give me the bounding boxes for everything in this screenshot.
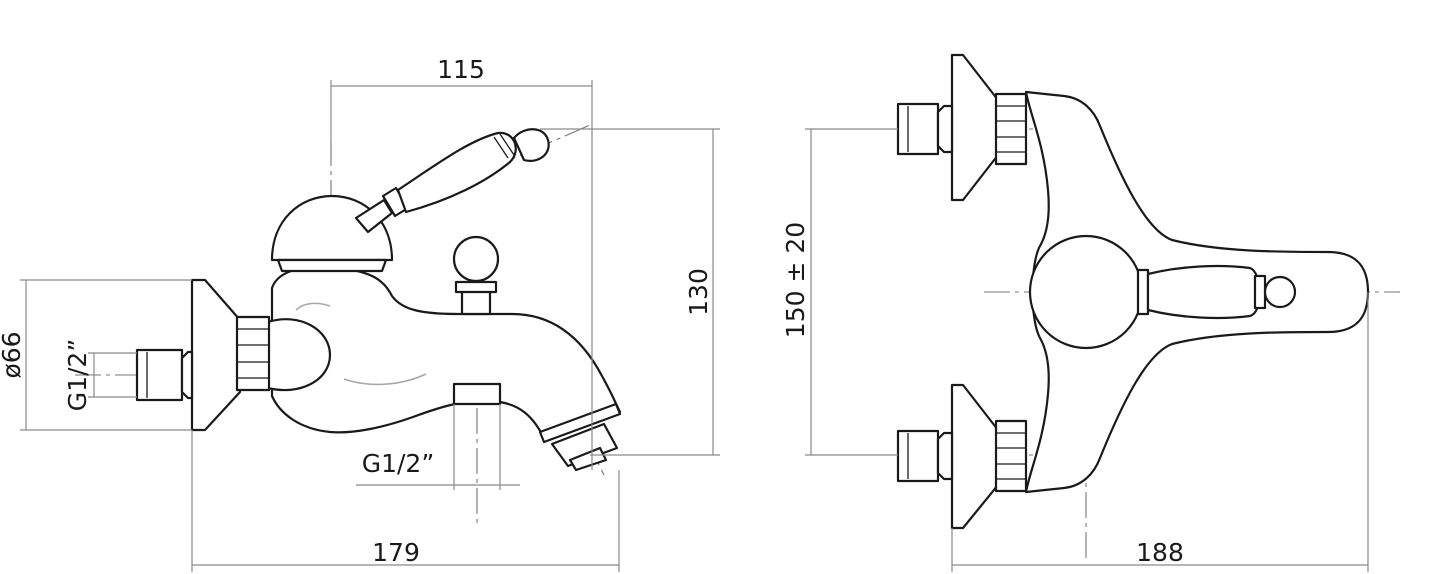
top-lower-wall-flange bbox=[950, 383, 1000, 530]
top-upper-union-hex-nut bbox=[994, 92, 1028, 166]
side-view: 115 130 ø66 G1/2” G1/2” 179 bbox=[0, 55, 720, 572]
side-union-hex-nut bbox=[235, 315, 271, 392]
side-inlet-nut bbox=[135, 348, 184, 402]
top-lever-ceramic-grip bbox=[1146, 264, 1261, 320]
side-union-dome bbox=[266, 318, 332, 392]
side-spout-aerator bbox=[550, 422, 619, 468]
side-lever-tip-knob bbox=[512, 128, 550, 162]
side-spout-aerator-face bbox=[568, 446, 608, 472]
top-lever-tip-knob bbox=[1263, 275, 1297, 309]
top-lower-inlet-nut bbox=[896, 429, 940, 483]
dim-130-label: 130 bbox=[684, 268, 713, 316]
top-upper-wall-flange bbox=[950, 53, 1000, 202]
side-spout-tip-ring bbox=[538, 402, 622, 444]
side-wall-flange bbox=[190, 278, 242, 432]
dim-115-label: 115 bbox=[437, 55, 485, 84]
side-cartridge-dome bbox=[270, 194, 394, 262]
top-cartridge-disc bbox=[1028, 234, 1144, 350]
side-body-inner-curve-top bbox=[295, 302, 331, 311]
side-body-spout bbox=[270, 265, 622, 440]
dim-inlet-thread-label: G1/2” bbox=[63, 339, 92, 412]
dim-o66-label: ø66 bbox=[0, 331, 26, 378]
side-lever-grip-ring-2 bbox=[499, 133, 515, 156]
top-upper-inlet-connector bbox=[936, 104, 954, 154]
side-lever-grip-ring-1 bbox=[493, 136, 509, 159]
side-spout-outlet-nut bbox=[452, 382, 502, 406]
top-lower-union-hex-nut bbox=[994, 419, 1028, 493]
side-cartridge-ring bbox=[276, 258, 388, 273]
side-lever-ceramic-grip bbox=[396, 131, 517, 214]
top-lever-collar bbox=[1136, 268, 1150, 316]
side-diverter-collar bbox=[454, 280, 498, 294]
side-diverter-stem bbox=[460, 288, 492, 316]
side-inlet-connector bbox=[180, 350, 194, 400]
side-body-inner-curve-bottom bbox=[343, 373, 427, 386]
top-view: 150 ± 20 188 bbox=[781, 53, 1400, 572]
dim-150-label: 150 ± 20 bbox=[781, 222, 810, 338]
top-lever-end-cap bbox=[1253, 274, 1267, 310]
top-upper-inlet-nut bbox=[896, 102, 940, 156]
dim-188-label: 188 bbox=[1136, 538, 1184, 567]
side-diverter-ball bbox=[452, 235, 500, 283]
dim-179-label: 179 bbox=[372, 538, 420, 567]
dim-spout-thread-label: G1/2” bbox=[362, 449, 435, 478]
top-lower-inlet-connector bbox=[936, 431, 954, 481]
